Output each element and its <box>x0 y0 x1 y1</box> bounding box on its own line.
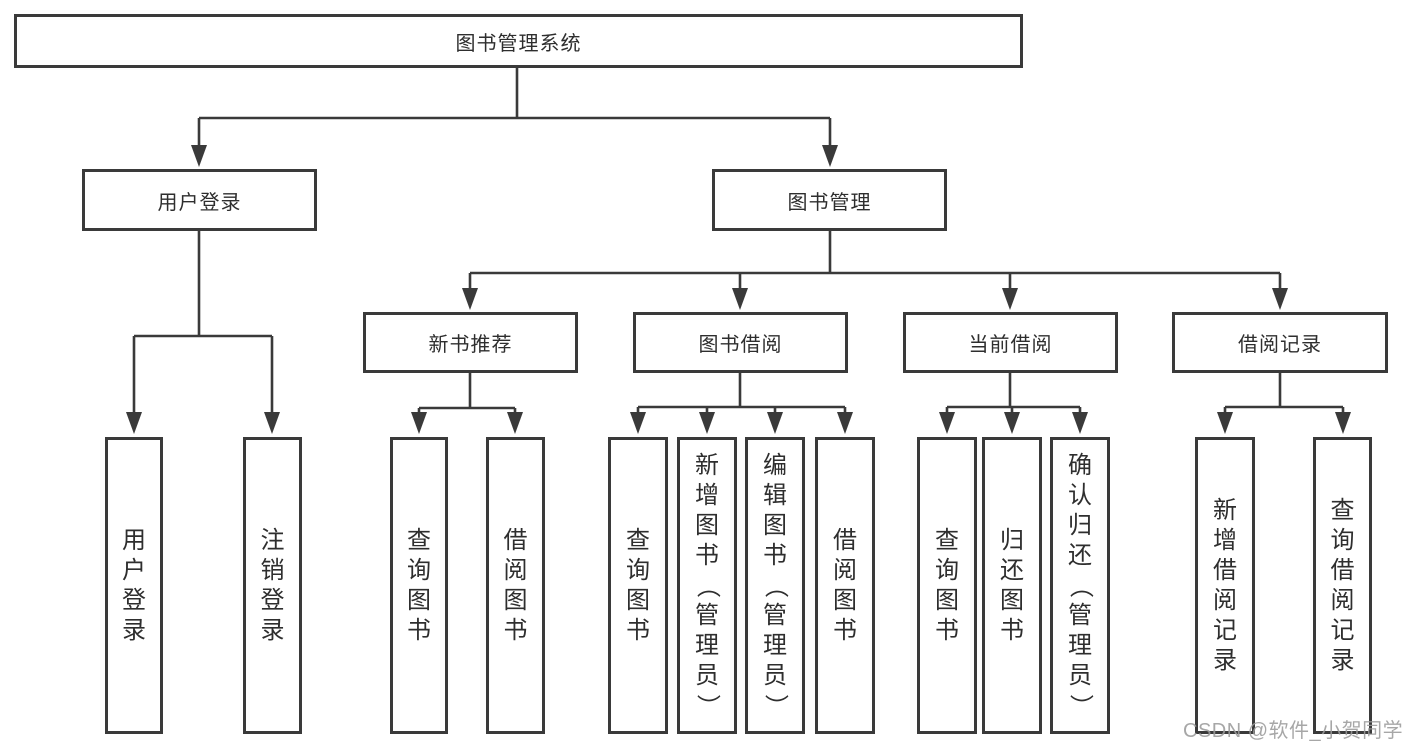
node-label: 查询借阅记录 <box>1330 496 1355 674</box>
leaf-borrow-books-1: 借阅图书 <box>486 437 545 734</box>
node-book-management: 图书管理 <box>712 169 947 231</box>
node-label: 用户登录 <box>122 526 146 644</box>
node-current-borrowing: 当前借阅 <box>903 312 1118 373</box>
node-label: 新书推荐 <box>428 334 513 356</box>
leaf-logout: 注销登录 <box>243 437 302 734</box>
leaf-query-books-3: 查询图书 <box>917 437 977 734</box>
leaf-edit-books-admin: 编辑图书（管理员） <box>745 437 805 734</box>
watermark: CSDN @软件_小贺同学 <box>1183 720 1404 742</box>
leaf-add-borrow-record: 新增借阅记录 <box>1195 437 1255 734</box>
leaf-borrow-books-2: 借阅图书 <box>815 437 875 734</box>
leaf-confirm-return-admin: 确认归还（管理员） <box>1050 437 1110 734</box>
node-library-management-system: 图书管理系统 <box>14 14 1023 68</box>
node-user-login-branch: 用户登录 <box>82 169 317 231</box>
leaf-add-books-admin: 新增图书（管理员） <box>677 437 737 734</box>
node-borrowing-records: 借阅记录 <box>1172 312 1388 373</box>
node-label: 借阅图书 <box>833 526 857 644</box>
leaf-query-books-2: 查询图书 <box>608 437 668 734</box>
leaf-query-borrow-record: 查询借阅记录 <box>1313 437 1372 734</box>
node-label: 编辑图书（管理员） <box>762 451 789 718</box>
node-label: 图书借阅 <box>698 334 783 356</box>
node-label: 借阅记录 <box>1238 334 1322 356</box>
node-label: 当前借阅 <box>968 334 1053 356</box>
leaf-return-books: 归还图书 <box>982 437 1042 734</box>
node-label: 新增借阅记录 <box>1213 496 1237 674</box>
node-label: 新增图书（管理员） <box>694 451 721 718</box>
node-label: 借阅图书 <box>503 526 528 644</box>
node-label: 注销登录 <box>260 526 285 644</box>
node-label: 查询图书 <box>626 526 650 644</box>
node-label: 用户登录 <box>157 191 242 214</box>
node-label: 查询图书 <box>407 526 431 644</box>
node-label: 确认归还（管理员） <box>1067 451 1094 718</box>
node-label: 图书管理系统 <box>455 32 582 55</box>
node-new-book-recommendation: 新书推荐 <box>363 312 578 373</box>
node-label: 图书管理 <box>787 191 872 214</box>
leaf-query-books-1: 查询图书 <box>390 437 448 734</box>
node-book-borrowing: 图书借阅 <box>633 312 848 373</box>
node-label: 查询图书 <box>935 526 959 644</box>
node-label: 归还图书 <box>1000 526 1024 644</box>
leaf-user-login: 用户登录 <box>105 437 163 734</box>
